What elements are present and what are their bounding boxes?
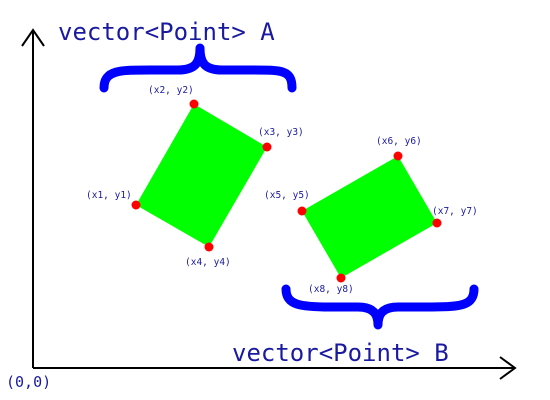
label-x1-y1: (x1, y1)	[86, 190, 132, 201]
point-x7-y7	[432, 218, 442, 228]
vector-b-title: vector<Point> B	[232, 339, 449, 367]
label-x4-y4: (x4, y4)	[185, 257, 231, 268]
label-x8-y8: (x8, y8)	[308, 284, 354, 295]
label-x3-y3: (x3, y3)	[258, 127, 304, 138]
point-x1-y1	[131, 200, 141, 210]
point-x2-y2	[189, 99, 199, 109]
axes	[21, 28, 517, 380]
point-x3-y3	[262, 142, 272, 152]
brace-b-icon	[281, 284, 479, 330]
label-x6-y6: (x6, y6)	[376, 136, 422, 147]
vector-a-title: vector<Point> A	[58, 18, 275, 46]
y-axis-arrow-icon	[21, 28, 45, 47]
rectangle-b	[302, 156, 437, 278]
label-x2-y2: (x2, y2)	[148, 85, 194, 96]
point-x4-y4	[204, 242, 214, 252]
point-x5-y5	[297, 206, 307, 216]
label-x5-y5: (x5, y5)	[264, 190, 310, 201]
points-a	[131, 99, 272, 252]
x-axis-arrow-icon	[499, 356, 517, 380]
point-x6-y6	[393, 151, 403, 161]
rectangle-a	[136, 104, 267, 247]
point-x8-y8	[336, 273, 346, 283]
points-b	[297, 151, 442, 283]
label-x7-y7: (x7, y7)	[432, 206, 478, 217]
brace-a-icon	[99, 43, 297, 93]
origin-label: (0,0)	[6, 373, 51, 391]
